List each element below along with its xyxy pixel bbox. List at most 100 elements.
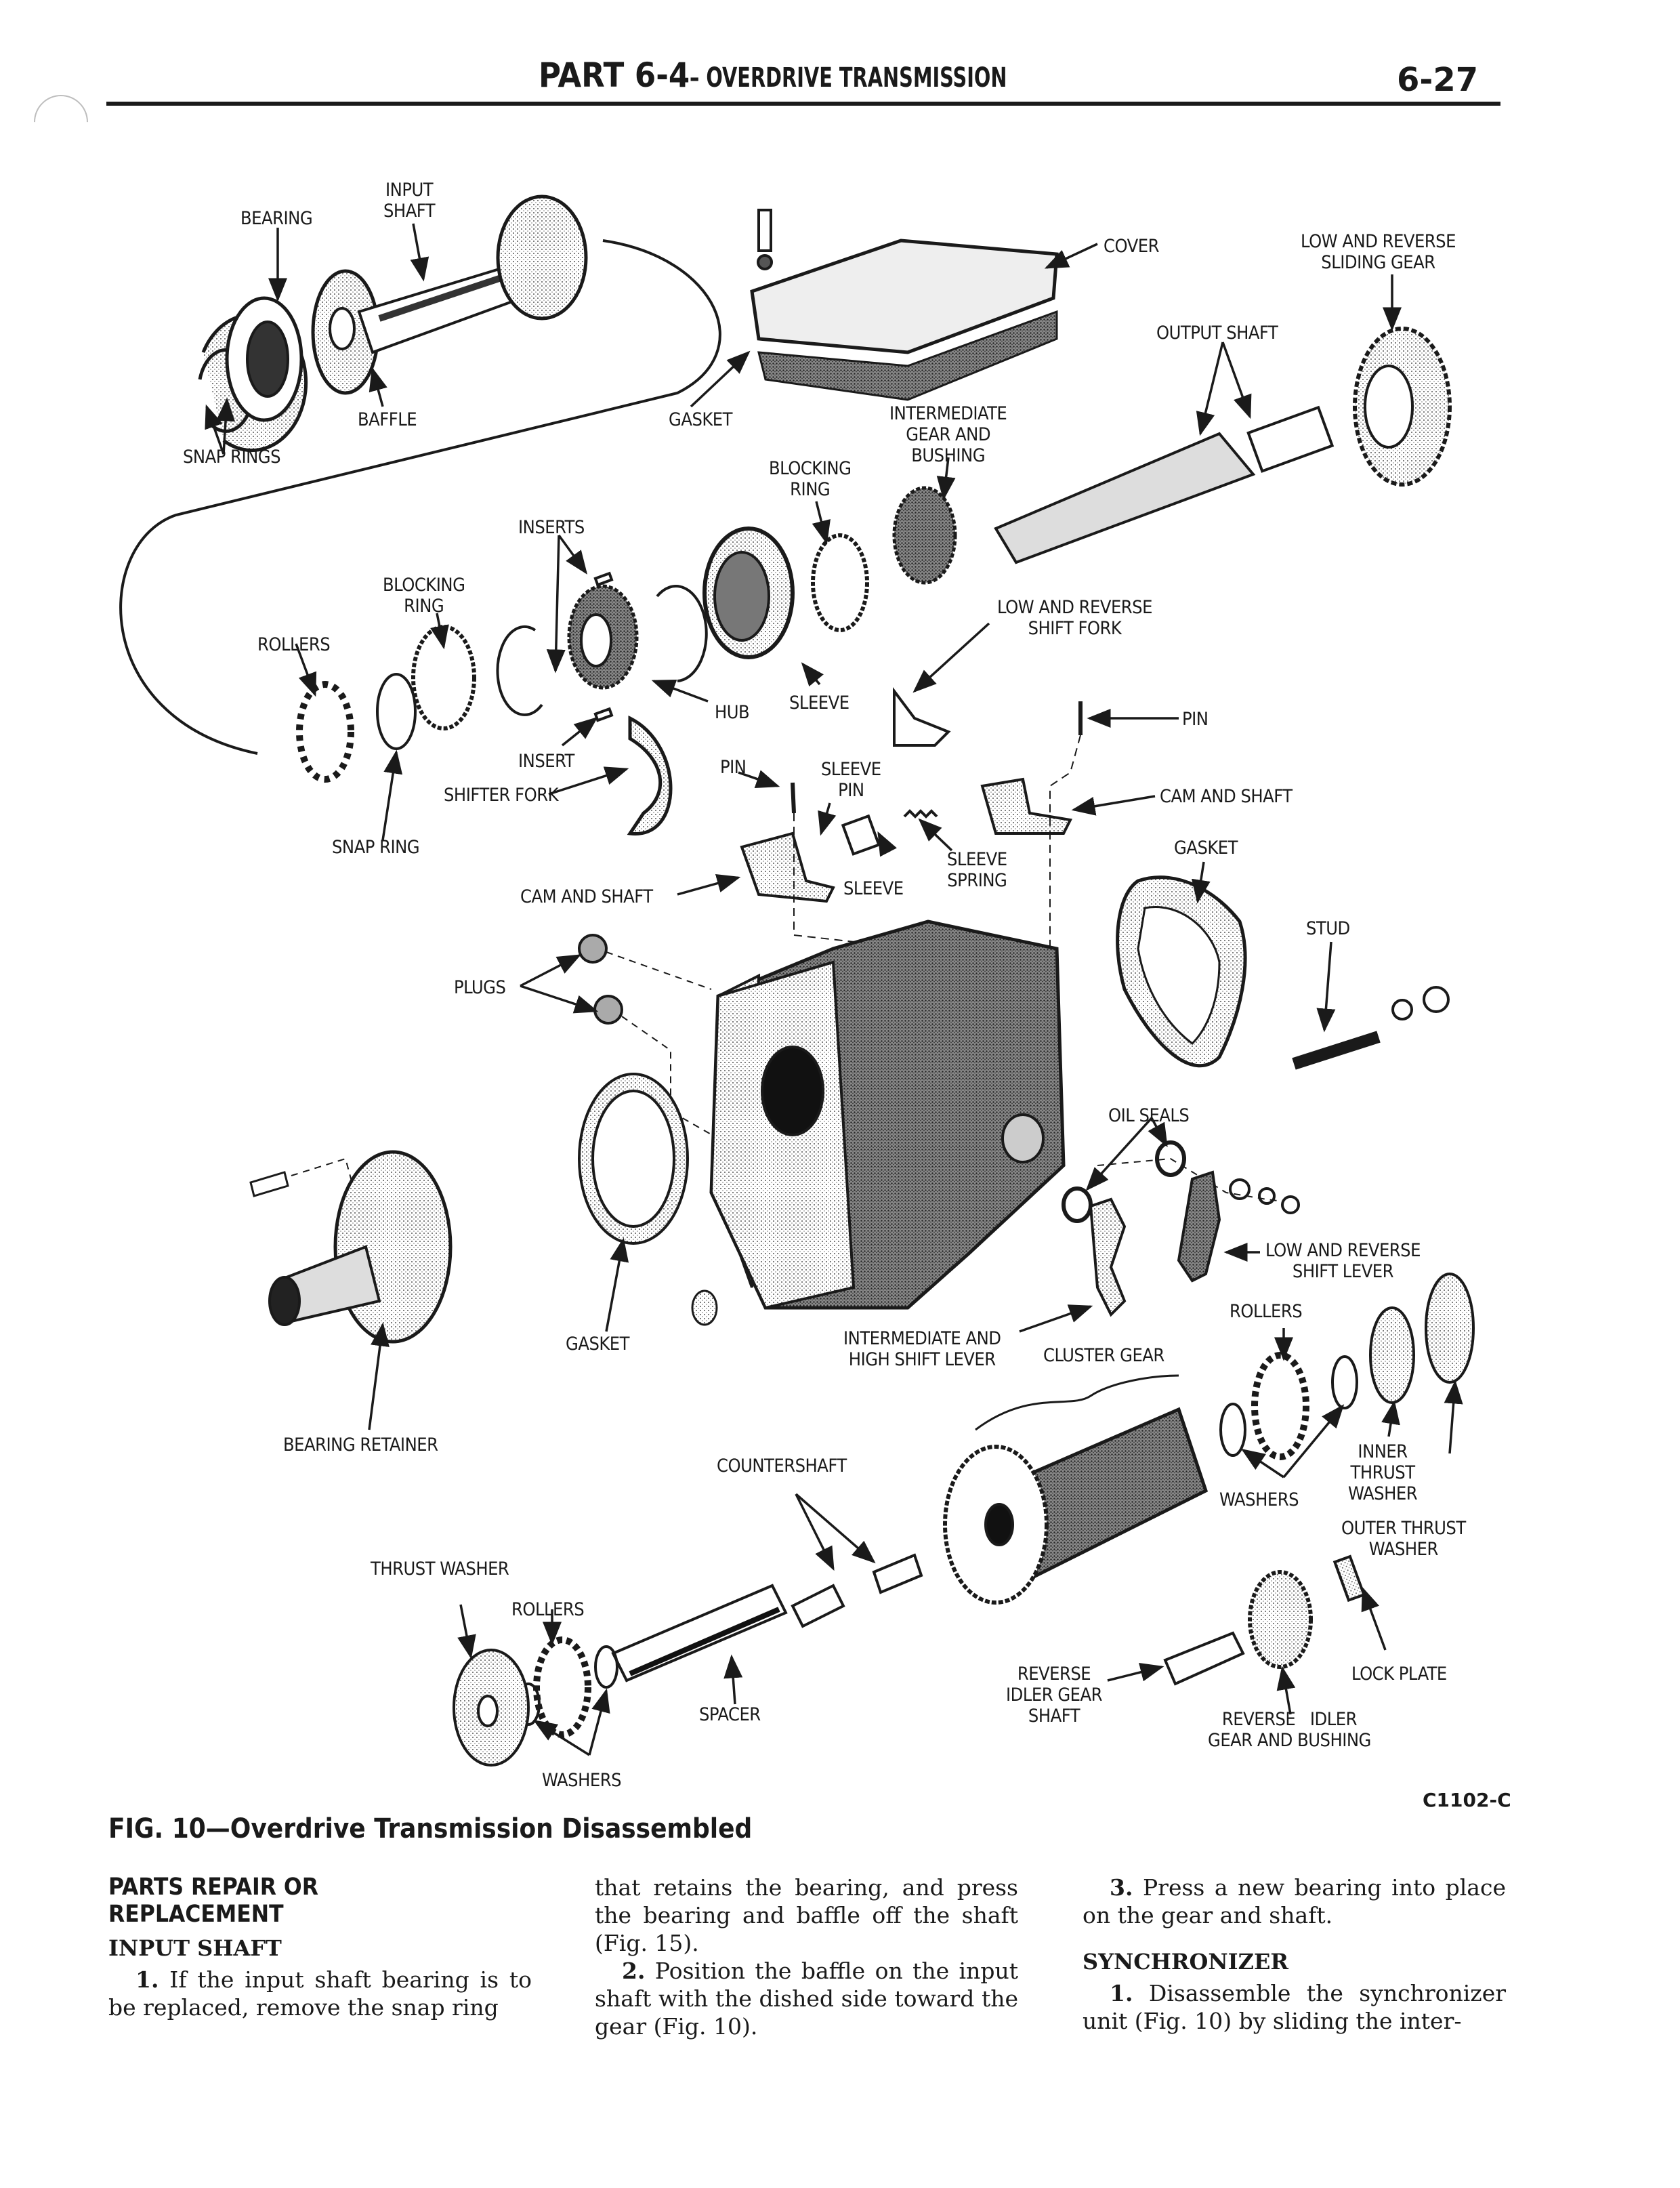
label-input-shaft: INPUT SHAFT: [383, 180, 436, 222]
spacer-part: [611, 1584, 788, 1683]
output-shaft-spline: [1246, 405, 1335, 473]
label-rollers-upper: ROLLERS: [257, 634, 331, 655]
label-intermediate-gear-bushing: INTERMEDIATE GEAR AND BUSHING: [889, 403, 1007, 466]
reverse-idler-gear-shaft-part: [1163, 1631, 1245, 1686]
label-cam-and-shaft-right: CAM AND SHAFT: [1160, 786, 1293, 807]
step-number: 2.: [622, 1958, 646, 1984]
label-low-reverse-shift-fork: LOW AND REVERSE SHIFT FORK: [997, 597, 1152, 639]
label-cluster-gear: CLUSTER GEAR: [1043, 1345, 1164, 1366]
label-inserts: INSERTS: [518, 517, 585, 538]
paragraph-step-1-continued: that retains the bearing, and press the …: [595, 1874, 1018, 1956]
plug-lower-part: [593, 995, 623, 1025]
figure-caption: FIG. 10—Overdrive Transmission Disassemb…: [108, 1813, 753, 1844]
paragraph-step-2: 2. Position the baffle on the input shaf…: [595, 1957, 1018, 2040]
expansion-plug-part: [691, 1289, 718, 1326]
label-sleeve-lower: SLEEVE: [843, 878, 904, 899]
label-sleeve-sync: SLEEVE: [789, 693, 849, 714]
intermediate-high-shift-lever-part: [1089, 1197, 1127, 1317]
label-bearing: BEARING: [240, 208, 313, 229]
label-baffle: BAFFLE: [358, 409, 417, 430]
synchronizer-spring-part-2: [496, 625, 543, 716]
text-column-3: 3. Press a new bearing into place on the…: [1083, 1874, 1506, 2035]
retainer-bolt-part: [249, 1171, 289, 1197]
text-column-2: that retains the bearing, and press the …: [595, 1874, 1018, 2040]
paragraph-step-3: 3. Press a new bearing into place on the…: [1083, 1874, 1506, 1929]
stud-nut: [1423, 986, 1450, 1013]
lock-plate-part: [1332, 1554, 1366, 1603]
subheading-synchronizer: SYNCHRONIZER: [1083, 1949, 1288, 1975]
label-oil-seals: OIL SEALS: [1108, 1105, 1190, 1126]
blocking-ring-lower-part: [411, 625, 476, 730]
washer-cluster-left: [1219, 1403, 1246, 1457]
label-washers-lower: WASHERS: [542, 1770, 622, 1791]
intermediate-gear-part: [892, 486, 957, 585]
label-hub: HUB: [715, 702, 750, 723]
label-intermediate-high-shift-lever: INTERMEDIATE AND HIGH SHIFT LEVER: [843, 1328, 1001, 1370]
label-sleeve-spring: SLEEVE SPRING: [947, 849, 1007, 891]
plug-upper-part: [578, 934, 608, 964]
label-spacer: SPACER: [699, 1704, 761, 1725]
output-shaft-part: [994, 432, 1256, 564]
label-countershaft: COUNTERSHAFT: [717, 1456, 847, 1477]
low-reverse-shift-fork-part: [893, 687, 951, 747]
label-blocking-ring-lower: BLOCKING RING: [383, 575, 465, 617]
countershaft-part-1: [791, 1584, 845, 1628]
stud-part: [1292, 1031, 1381, 1070]
label-inner-thrust-washer: INNER THRUST WASHER: [1348, 1441, 1418, 1504]
exploded-diagram: [119, 194, 1475, 1767]
countershaft-part-2: [872, 1553, 923, 1594]
stud-lockwasher: [1391, 999, 1413, 1020]
section-heading: PARTS REPAIR OR REPLACEMENT: [108, 1874, 318, 1928]
label-insert: INSERT: [518, 751, 574, 772]
label-cam-and-shaft-left: CAM AND SHAFT: [520, 886, 653, 907]
washer-lower-right: [594, 1645, 618, 1689]
label-gasket-front: GASKET: [566, 1334, 629, 1355]
label-pin-left: PIN: [720, 757, 747, 778]
header-title-text: – OVERDRIVE TRANSMISSION: [690, 62, 1007, 94]
label-gasket-rear: GASKET: [1174, 838, 1238, 859]
step-text: Press a new bearing into place on the ge…: [1083, 1874, 1506, 1928]
label-gasket-cover: GASKET: [669, 409, 732, 430]
cam-and-shaft-left-part: [740, 831, 835, 903]
label-stud: STUD: [1306, 918, 1350, 939]
washer-cluster-right: [1331, 1355, 1358, 1409]
label-outer-thrust-washer: OUTER THRUST WASHER: [1341, 1518, 1466, 1560]
label-snap-ring: SNAP RING: [332, 837, 420, 858]
header-part: PART 6-4: [539, 56, 690, 95]
label-cover: COVER: [1104, 236, 1159, 257]
oil-seal-upper-part: [1155, 1140, 1186, 1177]
step-text: Position the baffle on the input shaft w…: [595, 1958, 1018, 2040]
step-number: 3.: [1110, 1874, 1133, 1901]
rollers-cluster-part: [1251, 1352, 1309, 1460]
label-rollers-cluster: ROLLERS: [1230, 1301, 1303, 1322]
rollers-lower-part: [533, 1636, 591, 1738]
bearing-retainer-part: [333, 1150, 453, 1344]
step-number: 1.: [135, 1966, 159, 1993]
cam-and-shaft-right-part: [980, 777, 1072, 835]
page-number: 6-27: [1397, 61, 1479, 99]
label-reverse-idler-gear-bushing: REVERSE IDLER GEAR AND BUSHING: [1208, 1709, 1371, 1751]
inner-thrust-washer-part: [1369, 1306, 1415, 1404]
step-number: 1.: [1110, 1980, 1133, 2006]
text-column-1: PARTS REPAIR OR REPLACEMENT INPUT SHAFT …: [108, 1874, 532, 2021]
low-reverse-shift-lever-part: [1177, 1170, 1221, 1283]
paragraph-sync-step-1: 1. Disassemble the synchronizer unit (Fi…: [1083, 1979, 1506, 2035]
paragraph-step-1: 1. If the input shaft bearing is to be r…: [108, 1966, 532, 2021]
label-thrust-washer: THRUST WASHER: [371, 1559, 509, 1580]
label-rollers-lower: ROLLERS: [511, 1599, 585, 1620]
oil-seal-lower-part: [1062, 1186, 1093, 1223]
label-shifter-fork: SHIFTER FORK: [444, 785, 559, 806]
header-rule: [106, 102, 1500, 106]
snap-ring-lower-part: [376, 673, 417, 750]
figure-code: C1102-C: [1423, 1789, 1511, 1811]
blocking-ring-upper-part: [811, 533, 869, 632]
subheading-input-shaft: INPUT SHAFT: [108, 1935, 282, 1961]
label-pin-right: PIN: [1182, 709, 1209, 730]
synchronizer-spring-part: [656, 585, 708, 682]
label-reverse-idler-gear-shaft: REVERSE IDLER GEAR SHAFT: [1006, 1664, 1102, 1727]
cover-gasket-part: [757, 310, 1058, 401]
pin-left-part: [791, 782, 796, 814]
label-sleeve-pin: SLEEVE PIN: [821, 759, 881, 801]
label-low-reverse-sliding-gear: LOW AND REVERSE SLIDING GEAR: [1301, 231, 1456, 273]
label-lock-plate: LOCK PLATE: [1351, 1664, 1447, 1685]
